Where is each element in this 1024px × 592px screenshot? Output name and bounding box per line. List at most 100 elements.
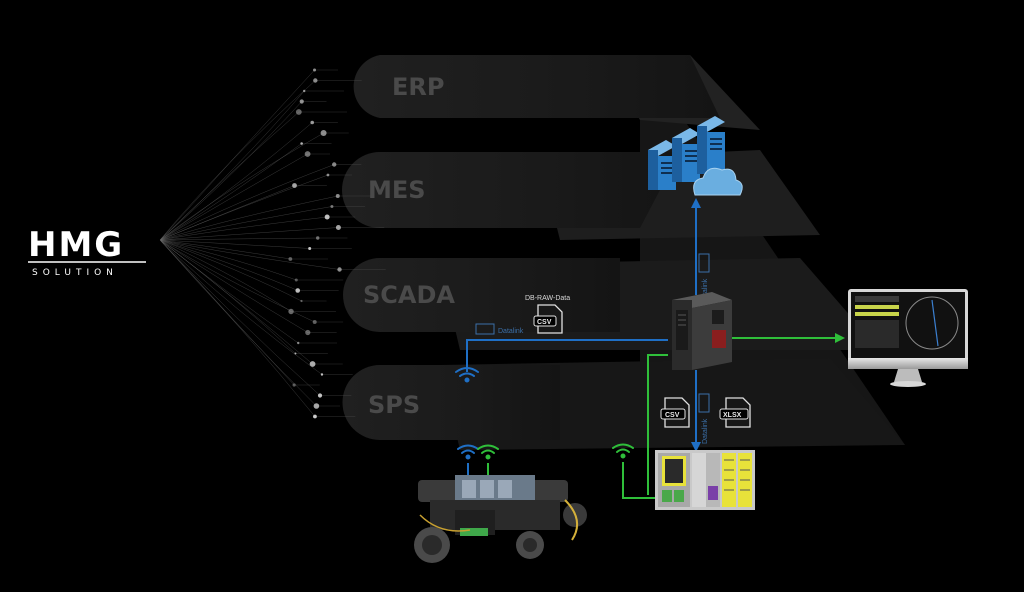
fan-line (159, 143, 302, 241)
fan-node (335, 194, 340, 198)
blue-link-scada (466, 339, 668, 372)
fan-line (159, 153, 308, 241)
plc-icon (655, 450, 755, 510)
datalink-icon: Datalink Datalink Datalink (475, 253, 710, 444)
green-link-wifi (622, 462, 660, 499)
fan-line (159, 206, 332, 241)
layer-erp: ERP (353, 55, 720, 118)
fan-node (304, 151, 311, 157)
fan-node (326, 173, 330, 177)
fan-node (288, 257, 293, 261)
fan-line (159, 122, 313, 241)
fan-line (159, 239, 302, 302)
layer-label-mes: MES (368, 176, 426, 204)
fan-line (159, 239, 298, 291)
layer-scada: SCADA (343, 258, 620, 332)
layer-mes: MES (342, 152, 680, 228)
fan-line (159, 239, 321, 396)
file-xlsx-icon: XLSX (719, 397, 751, 428)
fan-line (159, 239, 323, 375)
monitor-icon (848, 289, 968, 387)
wifi-icon (455, 367, 479, 383)
fan-node (317, 393, 323, 398)
fan-line (159, 111, 299, 241)
server-rack-icon (648, 116, 725, 190)
datalink-label-scada: Datalink (498, 328, 524, 335)
csv-lower-text: CSV (665, 412, 680, 419)
file-csv-icon: CSV (660, 397, 690, 428)
fan-line (159, 227, 339, 241)
fan-node (313, 403, 320, 409)
fan-line (159, 216, 328, 241)
layer-bands: ERP MES SCADA SPS (342, 55, 720, 440)
db-raw-data-label: DB-RAW-Data (525, 295, 570, 302)
file-csv-icon: CSV (533, 304, 563, 334)
fan-node (313, 414, 317, 419)
fan-line (159, 239, 340, 270)
fan-line (159, 239, 316, 417)
fan-node (320, 373, 324, 376)
fan-node (295, 288, 301, 293)
fan-node (294, 278, 298, 282)
hmg-logo-icon: HMG SOLUTION (28, 225, 146, 278)
fan-line (159, 239, 310, 249)
fan-line (159, 239, 313, 365)
fan-node (313, 78, 318, 83)
fan-node (309, 361, 316, 367)
fan-line (159, 69, 315, 241)
fan-line (159, 237, 318, 241)
fan-node (303, 89, 306, 93)
fan-line (159, 239, 296, 354)
agv-robot-icon (414, 475, 587, 563)
logo-tagline: SOLUTION (32, 268, 118, 278)
edge-pc-icon (672, 292, 732, 370)
layer-label-sps: SPS (368, 391, 420, 419)
csv-upper-text: CSV (537, 319, 552, 326)
fan-line (159, 185, 295, 241)
fan-node (324, 214, 330, 220)
fan-line (159, 239, 315, 323)
fan-node (320, 130, 327, 136)
wifi-icon (457, 444, 479, 460)
fan-node (308, 247, 312, 250)
fan-node (305, 329, 311, 336)
wifi-icon (477, 444, 499, 460)
layer-sps: SPS (342, 365, 560, 440)
fan-node (297, 341, 300, 345)
fan-line (159, 195, 338, 241)
green-link-plc (647, 354, 668, 495)
wifi-icon (612, 443, 634, 459)
layer-label-erp: ERP (392, 73, 444, 101)
fan-node (295, 109, 302, 115)
fan-node (316, 236, 320, 240)
datalink-label-mes: Datalink (702, 278, 709, 304)
fan-node (292, 183, 297, 188)
logo-name: HMG (28, 225, 124, 265)
xlsx-text: XLSX (723, 412, 742, 419)
fan-line (159, 239, 299, 344)
datalink-label-sps: Datalink (702, 418, 709, 444)
fan-node (332, 162, 337, 167)
fan-node (337, 267, 342, 272)
connection-lines (466, 198, 845, 499)
fan-line (159, 239, 292, 312)
fan-node (300, 299, 303, 303)
fan-node (299, 99, 304, 104)
fan-node (300, 142, 303, 145)
fan-node (310, 120, 315, 125)
cloud-icon (693, 167, 743, 196)
fan-node (335, 225, 341, 230)
fan-node (312, 320, 317, 324)
network-fan-lines (159, 68, 386, 419)
fan-node (294, 352, 297, 355)
fan-line (159, 132, 324, 241)
fan-line (159, 239, 308, 333)
fan-node (330, 205, 334, 208)
fan-line (159, 90, 305, 241)
fan-node (313, 68, 317, 72)
layer-label-scada: SCADA (363, 281, 455, 309)
fan-line (159, 239, 291, 260)
fan-line (159, 239, 297, 281)
fan-line (159, 80, 316, 241)
